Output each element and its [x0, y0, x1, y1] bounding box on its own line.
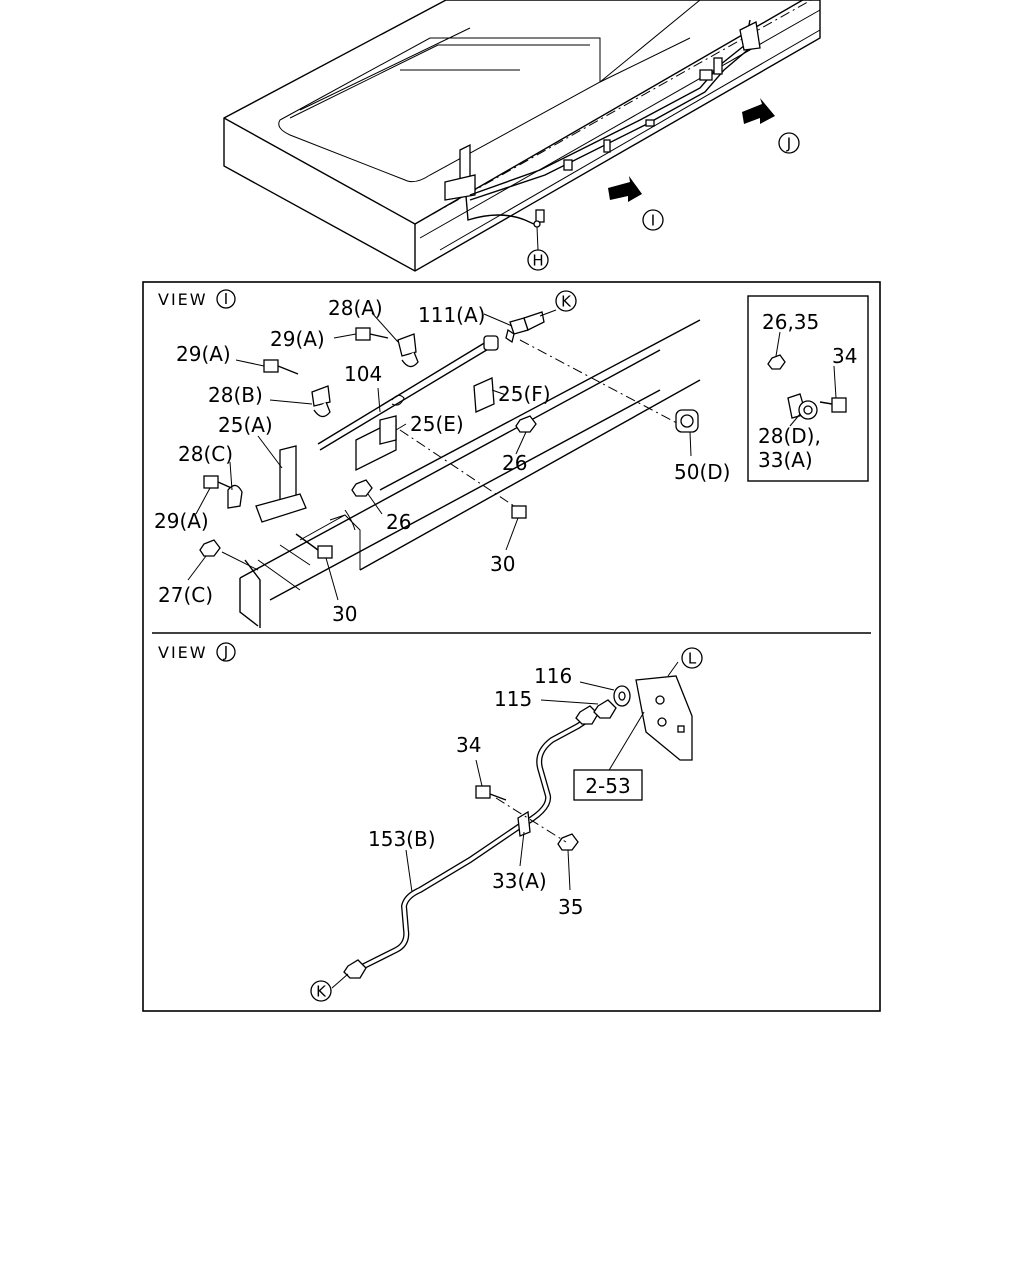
label-33a: 33(A)	[492, 869, 547, 893]
label-153b: 153(B)	[368, 827, 436, 851]
label-28b: 28(B)	[208, 383, 263, 407]
label-27c: 27(C)	[158, 583, 213, 607]
label-34: 34	[456, 733, 481, 757]
label-29a-upper: 29(A)	[270, 327, 325, 351]
label-25a: 25(A)	[218, 413, 273, 437]
ref-box-2-53: 2-53	[585, 774, 630, 798]
label-35: 35	[558, 895, 583, 919]
detail-inset: 26,35 34 28(D), 33(A)	[747, 295, 869, 482]
label-116: 116	[534, 664, 572, 688]
label-30-left: 30	[332, 602, 357, 626]
view-j-callout-k: K	[316, 983, 327, 1001]
views-frame	[142, 281, 881, 1012]
view-i: VIEW I	[154, 289, 869, 628]
label-26-left: 26	[386, 510, 411, 534]
frame-overview: H I J	[223, 0, 821, 272]
inset-label-33a: 33(A)	[758, 448, 813, 472]
view-j: VIEW J 2-53 116	[158, 642, 703, 1002]
inset-label-28d: 28(D),	[758, 424, 821, 448]
label-26-right: 26	[502, 451, 527, 475]
label-29a-lower: 29(A)	[154, 509, 209, 533]
label-104: 104	[344, 362, 382, 386]
label-25e: 25(E)	[410, 412, 464, 436]
callout-j: J	[786, 135, 791, 153]
inset-label-34: 34	[832, 344, 857, 368]
view-i-title: VIEW	[158, 290, 208, 309]
label-115: 115	[494, 687, 532, 711]
label-30-right: 30	[490, 552, 515, 576]
callout-i: I	[651, 212, 655, 230]
label-28c: 28(C)	[178, 442, 233, 466]
label-29a-middle: 29(A)	[176, 342, 231, 366]
label-111a: 111(A)	[418, 303, 485, 327]
view-i-callout-k: K	[561, 293, 572, 311]
view-j-callout-l: L	[688, 650, 697, 668]
label-25f: 25(F)	[498, 382, 551, 406]
label-50d: 50(D)	[674, 460, 730, 484]
callout-h: H	[532, 252, 543, 270]
inset-label-26-35: 26,35	[762, 310, 819, 334]
view-j-title: VIEW	[158, 643, 208, 662]
view-j-callout: J	[223, 643, 228, 661]
label-28a: 28(A)	[328, 296, 383, 320]
view-i-callout: I	[224, 290, 228, 308]
